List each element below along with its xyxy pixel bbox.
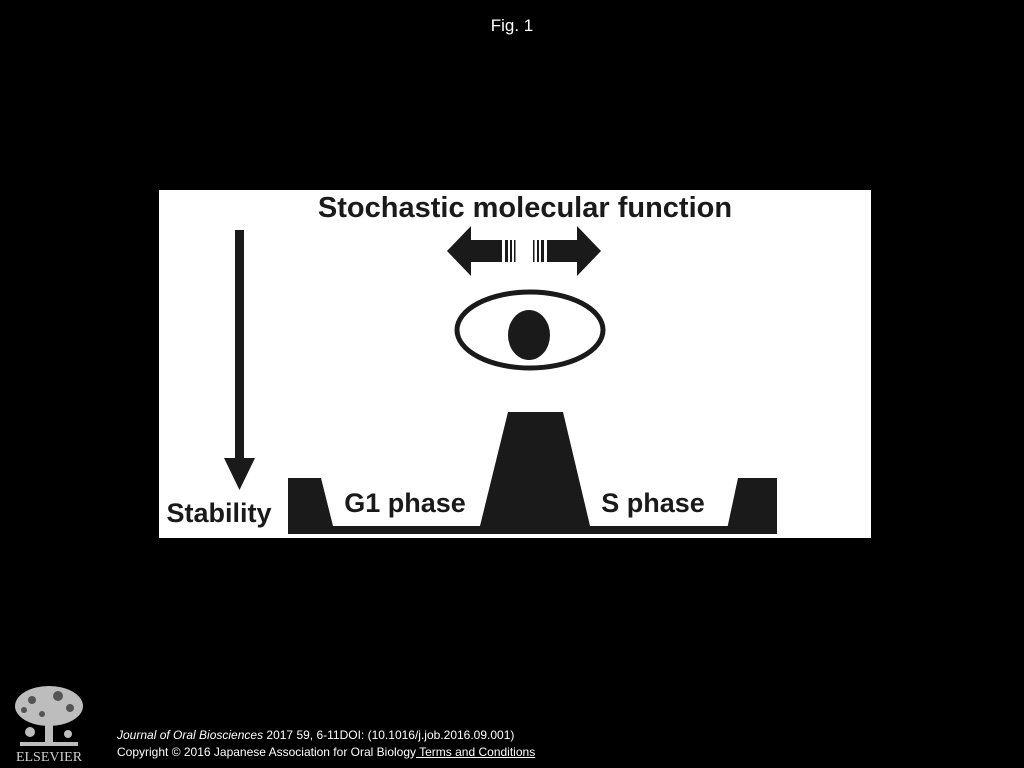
energy-landscape [288, 412, 777, 534]
double-arrow-icon [447, 226, 601, 276]
s-phase-label: S phase [601, 488, 705, 518]
citation-line: Journal of Oral Biosciences 2017 59, 6-1… [117, 727, 535, 744]
figure-panel: Stochastic molecular function [159, 190, 871, 538]
terms-and-conditions-link[interactable]: Terms and Conditions [416, 745, 536, 759]
nucleus [508, 310, 550, 360]
stability-label: Stability [166, 498, 271, 528]
elsevier-logo: ELSEVIER [15, 686, 83, 764]
journal-name: Journal of Oral Biosciences [117, 728, 264, 742]
diagram-title: Stochastic molecular function [318, 192, 732, 224]
copyright-line: Copyright © 2016 Japanese Association fo… [117, 744, 535, 761]
figure-label: Fig. 1 [490, 16, 534, 35]
citation-block: Journal of Oral Biosciences 2017 59, 6-1… [117, 727, 535, 761]
cell-outline [454, 289, 606, 371]
copyright-text: Copyright © 2016 Japanese Association fo… [117, 745, 417, 759]
diagram-canvas: Stochastic molecular function [166, 192, 777, 534]
g1-phase-label: G1 phase [344, 488, 466, 518]
citation-details: 2017 59, 6-11DOI: (10.1016/j.job.2016.09… [263, 728, 515, 742]
stability-arrow-icon [224, 230, 255, 490]
elsevier-logo-text: ELSEVIER [16, 750, 83, 764]
